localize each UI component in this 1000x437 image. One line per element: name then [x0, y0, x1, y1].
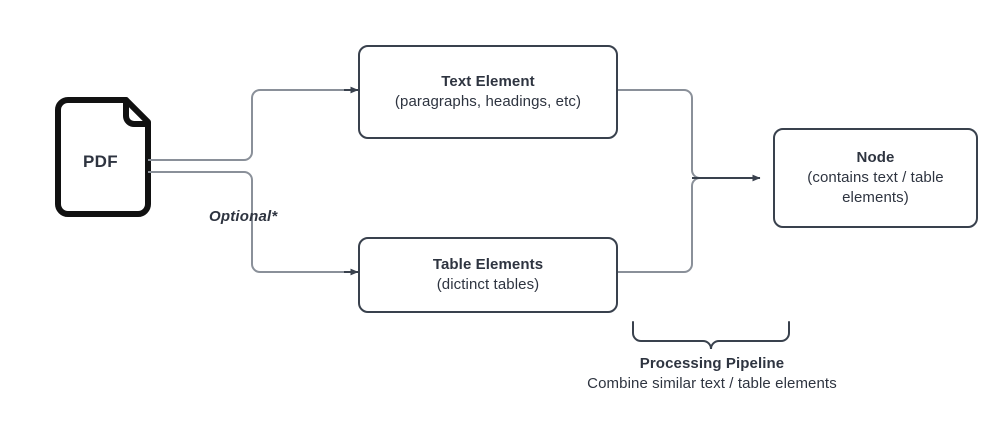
- connector-pdf-to-table: [148, 171, 359, 276]
- optional-annotation: Optional*: [209, 208, 278, 225]
- box-table-elements[interactable]: Table Elements (dictinct tables): [358, 237, 618, 313]
- box-node-subtitle: (contains text / table elements): [807, 169, 944, 206]
- box-text-element[interactable]: Text Element (paragraphs, headings, etc): [358, 45, 618, 139]
- box-text-element-title: Text Element: [441, 73, 535, 90]
- box-table-elements-title: Table Elements: [432, 256, 544, 273]
- connector-pdf-to-text: [148, 86, 359, 161]
- pipeline-caption: Processing Pipeline Combine similar text…: [512, 354, 912, 394]
- box-text-element-subtitle: (paragraphs, headings, etc): [394, 93, 582, 110]
- pdf-document-icon: [55, 97, 151, 217]
- connector-table-to-node: [618, 177, 701, 273]
- pipeline-subtitle: Combine similar text / table elements: [587, 375, 837, 392]
- pipeline-title: Processing Pipeline: [639, 355, 785, 372]
- pipeline-brace: [632, 321, 790, 350]
- connector-text-to-node: [618, 89, 701, 179]
- box-node[interactable]: Node (contains text / table elements): [773, 128, 978, 228]
- pdf-label: PDF: [83, 152, 118, 171]
- box-node-title: Node: [856, 149, 895, 166]
- box-table-elements-subtitle: (dictinct tables): [436, 276, 540, 293]
